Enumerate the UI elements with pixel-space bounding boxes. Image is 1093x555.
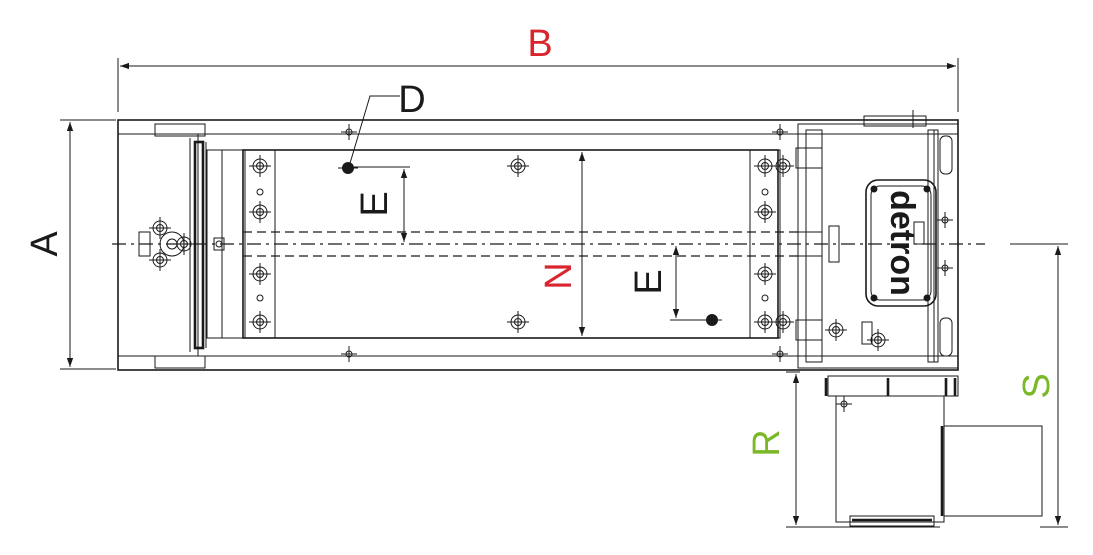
brand-badge — [865, 179, 937, 307]
dimension-e-lower — [670, 246, 712, 321]
dimension-label-r: R — [746, 429, 788, 456]
dimension-label-n: N — [538, 262, 580, 289]
dimension-e-upper — [352, 166, 410, 242]
idler-end — [117, 123, 244, 369]
dimension-s — [1010, 243, 1068, 528]
dimension-b — [117, 58, 959, 112]
dimension-label-e-upper: E — [354, 191, 396, 216]
dimension-r — [786, 371, 940, 528]
dimension-label-d: D — [398, 79, 425, 121]
dimension-label-e-lower: E — [628, 269, 670, 294]
dimension-a — [60, 119, 116, 370]
dimension-label-b: B — [527, 23, 552, 65]
belt-mount-holes — [338, 123, 789, 363]
dimension-label-a: A — [24, 231, 66, 257]
brand-logo-text: detron — [883, 190, 921, 296]
conveyor-frame — [117, 119, 959, 371]
dimension-d-leader — [347, 95, 400, 171]
dimension-label-s: S — [1016, 373, 1058, 398]
motor-unit — [824, 375, 1043, 527]
drive-end — [795, 110, 959, 369]
